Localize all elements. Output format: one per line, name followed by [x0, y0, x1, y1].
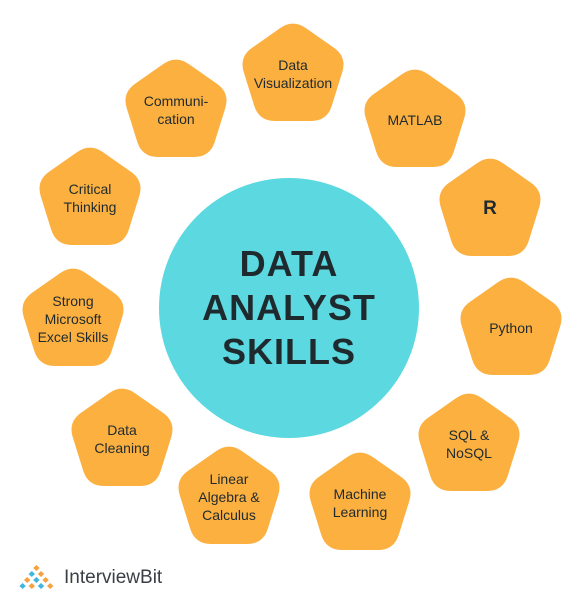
logo-diamond — [37, 583, 45, 589]
skill-node-data-cleaning: Data Cleaning — [66, 382, 178, 488]
pentagon-shape — [71, 388, 173, 486]
logo-diamond — [19, 583, 26, 589]
skill-node-r: R — [434, 152, 546, 258]
pentagon-shape — [39, 147, 141, 245]
pentagon-shape — [364, 69, 466, 167]
logo-diamond — [37, 571, 45, 577]
pentagon-shape — [178, 446, 280, 544]
skill-label: Strong Microsoft Excel Skills — [37, 293, 109, 345]
skill-node-matlab: MATLAB — [359, 63, 471, 169]
skill-node-critical-thinking: Critical Thinking — [34, 141, 146, 247]
interviewbit-logo-icon — [19, 565, 54, 589]
logo-diamond — [24, 577, 31, 583]
logo-diamond — [42, 577, 49, 583]
pentagon-shape — [242, 23, 344, 122]
skill-label: Data Visualization — [253, 57, 333, 91]
skill-node-python: Python — [455, 271, 567, 377]
brand-name: InterviewBit — [64, 567, 163, 588]
skill-label: Data Cleaning — [94, 422, 150, 456]
pentagon-shape — [418, 393, 520, 491]
skill-label: Linear Algebra & Calculus — [198, 471, 260, 523]
skill-node-sql-nosql: SQL & NoSQL — [413, 387, 525, 493]
center-title: DATA ANALYST SKILLS — [202, 243, 376, 372]
skill-node-communication: Communi- cation — [120, 53, 232, 159]
skill-node-linear-algebra-calculus: Linear Algebra & Calculus — [173, 440, 285, 546]
skill-node-machine-learning: Machine Learning — [304, 446, 416, 552]
pentagon-shape — [125, 59, 227, 158]
logo-diamond — [28, 571, 35, 577]
skill-label: Communi- cation — [143, 93, 209, 127]
logo-diamond — [33, 565, 40, 571]
pentagon-shape — [309, 452, 411, 550]
logo-diamond — [47, 583, 54, 589]
skill-label: R — [483, 198, 497, 219]
skill-label: Critical Thinking — [63, 181, 117, 215]
skill-node-data-visualization: Data Visualization — [237, 17, 349, 123]
brand-logo-lockup: InterviewBit — [18, 563, 162, 593]
skill-label: SQL & NoSQL — [446, 427, 492, 461]
logo-diamond — [28, 583, 35, 589]
pentagon-shape — [22, 268, 124, 366]
skill-label: Machine Learning — [332, 486, 388, 520]
skill-label: MATLAB — [387, 112, 443, 128]
skill-label: Python — [489, 320, 533, 336]
pentagon-shape — [460, 277, 562, 375]
pentagon-shape — [439, 158, 541, 256]
logo-diamond — [33, 577, 40, 583]
center-circle: DATA ANALYST SKILLS — [159, 178, 419, 438]
skill-node-excel-skills: Strong Microsoft Excel Skills — [17, 262, 129, 368]
